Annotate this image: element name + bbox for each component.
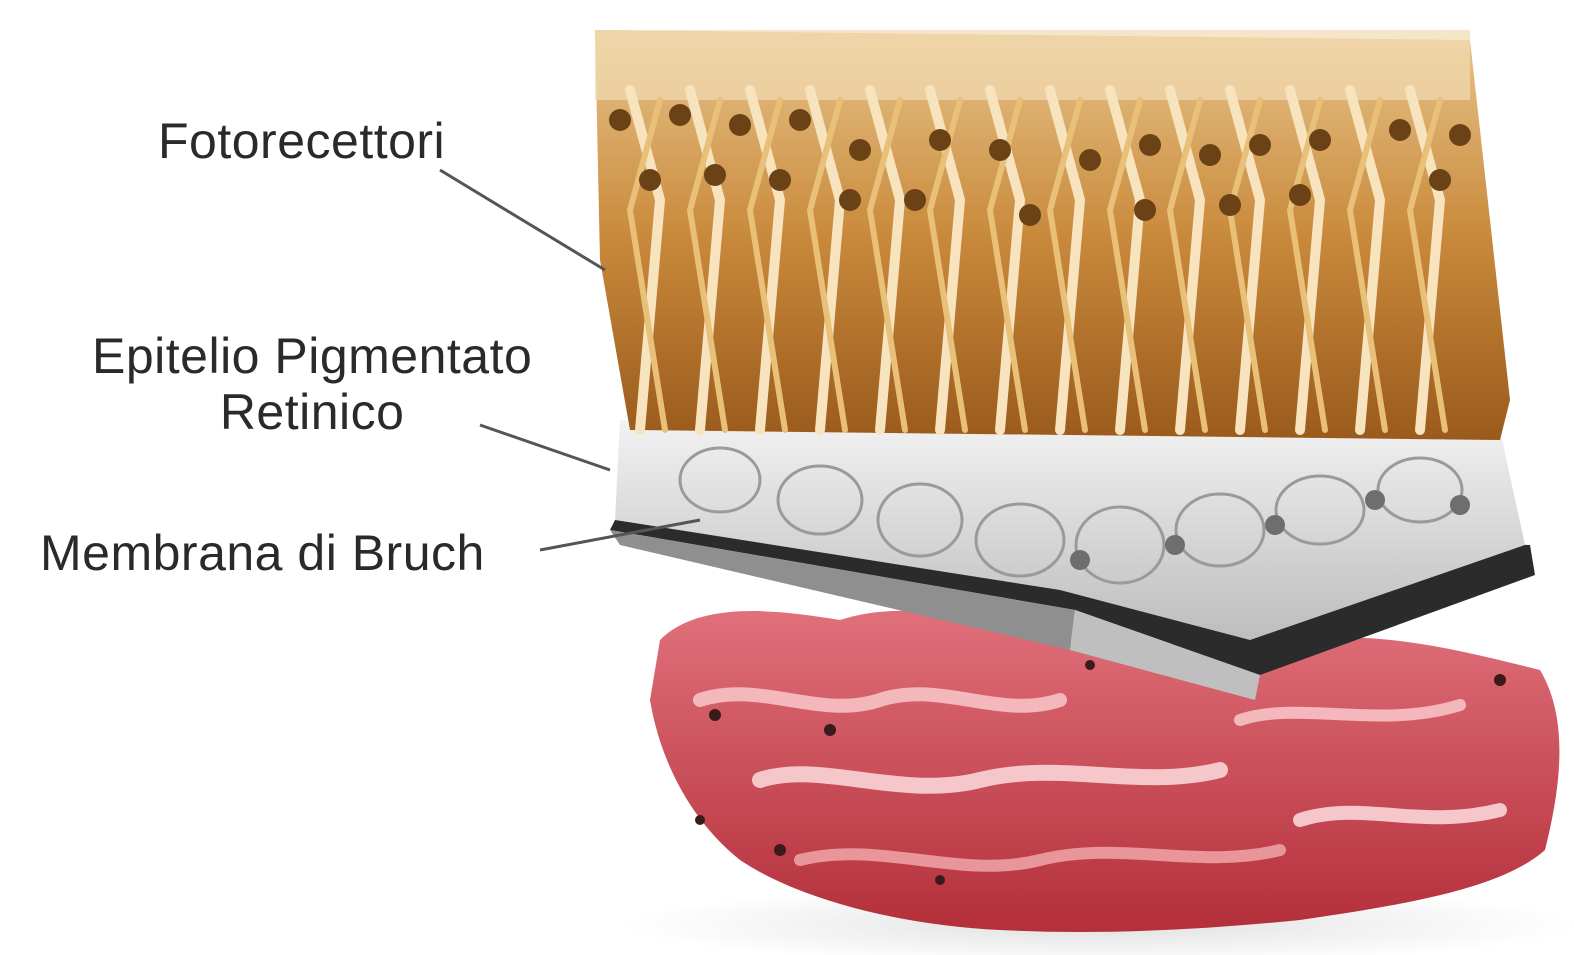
photoreceptor-layer: [595, 30, 1510, 440]
label-epitelio-pigmentato: Epitelio Pigmentato Retinico: [92, 328, 532, 440]
choroid-layer: [620, 611, 1574, 955]
leader-fotorecettori: [440, 170, 605, 270]
label-epitelio-line1: Epitelio Pigmentato: [92, 328, 532, 384]
label-fotorecettori: Fotorecettori: [158, 113, 445, 169]
label-membrana-di-bruch: Membrana di Bruch: [40, 525, 485, 581]
label-epitelio-line2: Retinico: [92, 384, 532, 440]
